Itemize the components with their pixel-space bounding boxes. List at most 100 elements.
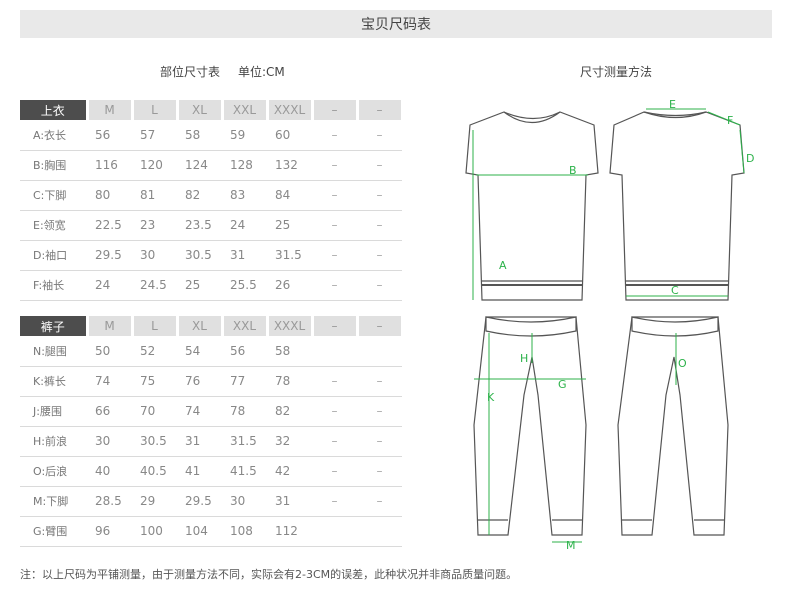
measure-line-d: [739, 129, 745, 174]
measurement-value: –: [312, 426, 357, 457]
measurement-value: 74: [87, 366, 132, 397]
measurement-value: 42: [267, 456, 312, 487]
measurement-value: 104: [177, 516, 222, 547]
label-g: G: [558, 378, 567, 391]
measurement-diagrams: A B C D E F G H K M O: [456, 95, 756, 565]
measurement-value: 76: [177, 366, 222, 397]
measurement-value: 56: [87, 120, 132, 151]
measurement-value: 124: [177, 150, 222, 181]
measurement-value: 41: [177, 456, 222, 487]
tshirt-back-outline: [609, 111, 745, 301]
measurement-value: –: [312, 456, 357, 487]
label-d: D: [746, 152, 755, 165]
measurement-value: 30: [87, 426, 132, 457]
measurement-value: 25: [267, 210, 312, 241]
measurement-value: 84: [267, 180, 312, 211]
measurement-value: [312, 516, 357, 547]
size-header: XXL: [222, 100, 269, 120]
measurement-value: –: [357, 120, 402, 151]
measurement-label: A:衣长: [20, 120, 87, 151]
measurement-label: C:下脚: [20, 180, 87, 211]
measurement-value: 56: [222, 336, 267, 367]
measurement-value: 52: [132, 336, 177, 367]
measurement-value: –: [312, 180, 357, 211]
measurement-value: 31: [177, 426, 222, 457]
size-table-heading: 部位尺寸表: [160, 65, 221, 79]
measurement-value: –: [312, 210, 357, 241]
measurement-value: 58: [267, 336, 312, 367]
measurement-value: –: [312, 366, 357, 397]
measurement-value: –: [357, 366, 402, 397]
measurement-value: –: [312, 486, 357, 517]
measurement-value: 29: [132, 486, 177, 517]
size-header: –: [312, 316, 359, 336]
measurement-value: 29.5: [177, 486, 222, 517]
measurement-value: 78: [222, 396, 267, 427]
measurement-label: G:臂围: [20, 516, 87, 547]
label-f: F: [727, 114, 734, 127]
measurement-value: 112: [267, 516, 312, 547]
measurement-value: 30.5: [177, 240, 222, 271]
measurement-value: –: [312, 120, 357, 151]
measurement-value: 24: [87, 270, 132, 301]
measurement-value: 108: [222, 516, 267, 547]
measurement-label: B:胸围: [20, 150, 87, 181]
measurement-value: 25.5: [222, 270, 267, 301]
label-c: C: [671, 284, 679, 297]
measurement-label: J:腰围: [20, 396, 87, 427]
page-title: 宝贝尺码表: [20, 10, 772, 38]
measurement-value: –: [357, 396, 402, 427]
measurement-value: –: [312, 396, 357, 427]
measurement-value: 41.5: [222, 456, 267, 487]
measurement-value: –: [357, 486, 402, 517]
size-header: –: [357, 316, 404, 336]
measurement-value: 30.5: [132, 426, 177, 457]
measurement-note: 注：以上尺码为平铺测量，由于测量方法不同，实际会有2-3CM的误差，此种状况并非…: [20, 568, 518, 581]
measurement-value: –: [357, 456, 402, 487]
measurement-value: 70: [132, 396, 177, 427]
category-label: 裤子: [20, 316, 89, 336]
measurement-value: 40: [87, 456, 132, 487]
measurement-value: 31: [222, 240, 267, 271]
measurement-value: 100: [132, 516, 177, 547]
measurement-label: O:后浪: [20, 456, 87, 487]
pants-back-waistband: [631, 316, 719, 337]
size-header: –: [357, 100, 404, 120]
size-header: M: [87, 100, 134, 120]
measurement-value: 78: [267, 366, 312, 397]
measurement-value: 74: [177, 396, 222, 427]
measurement-value: 28.5: [87, 486, 132, 517]
size-header: XL: [177, 100, 224, 120]
measurement-label: M:下脚: [20, 486, 87, 517]
measurement-value: –: [357, 426, 402, 457]
measurement-value: 82: [267, 396, 312, 427]
tshirt-front-outline: [465, 111, 599, 301]
measurement-value: 57: [132, 120, 177, 151]
category-label: 上衣: [20, 100, 89, 120]
measurement-value: 66: [87, 396, 132, 427]
measurement-value: 24: [222, 210, 267, 241]
measurement-value: 22.5: [87, 210, 132, 241]
measurement-value: 50: [87, 336, 132, 367]
size-header: XXXL: [267, 100, 314, 120]
measurement-value: 58: [177, 120, 222, 151]
measurement-value: –: [312, 150, 357, 181]
measurement-value: 31.5: [267, 240, 312, 271]
measurement-value: [357, 336, 402, 367]
label-e: E: [669, 98, 676, 111]
measurement-value: 24.5: [132, 270, 177, 301]
measurement-value: 77: [222, 366, 267, 397]
measurement-value: –: [357, 270, 402, 301]
measurement-value: 83: [222, 180, 267, 211]
